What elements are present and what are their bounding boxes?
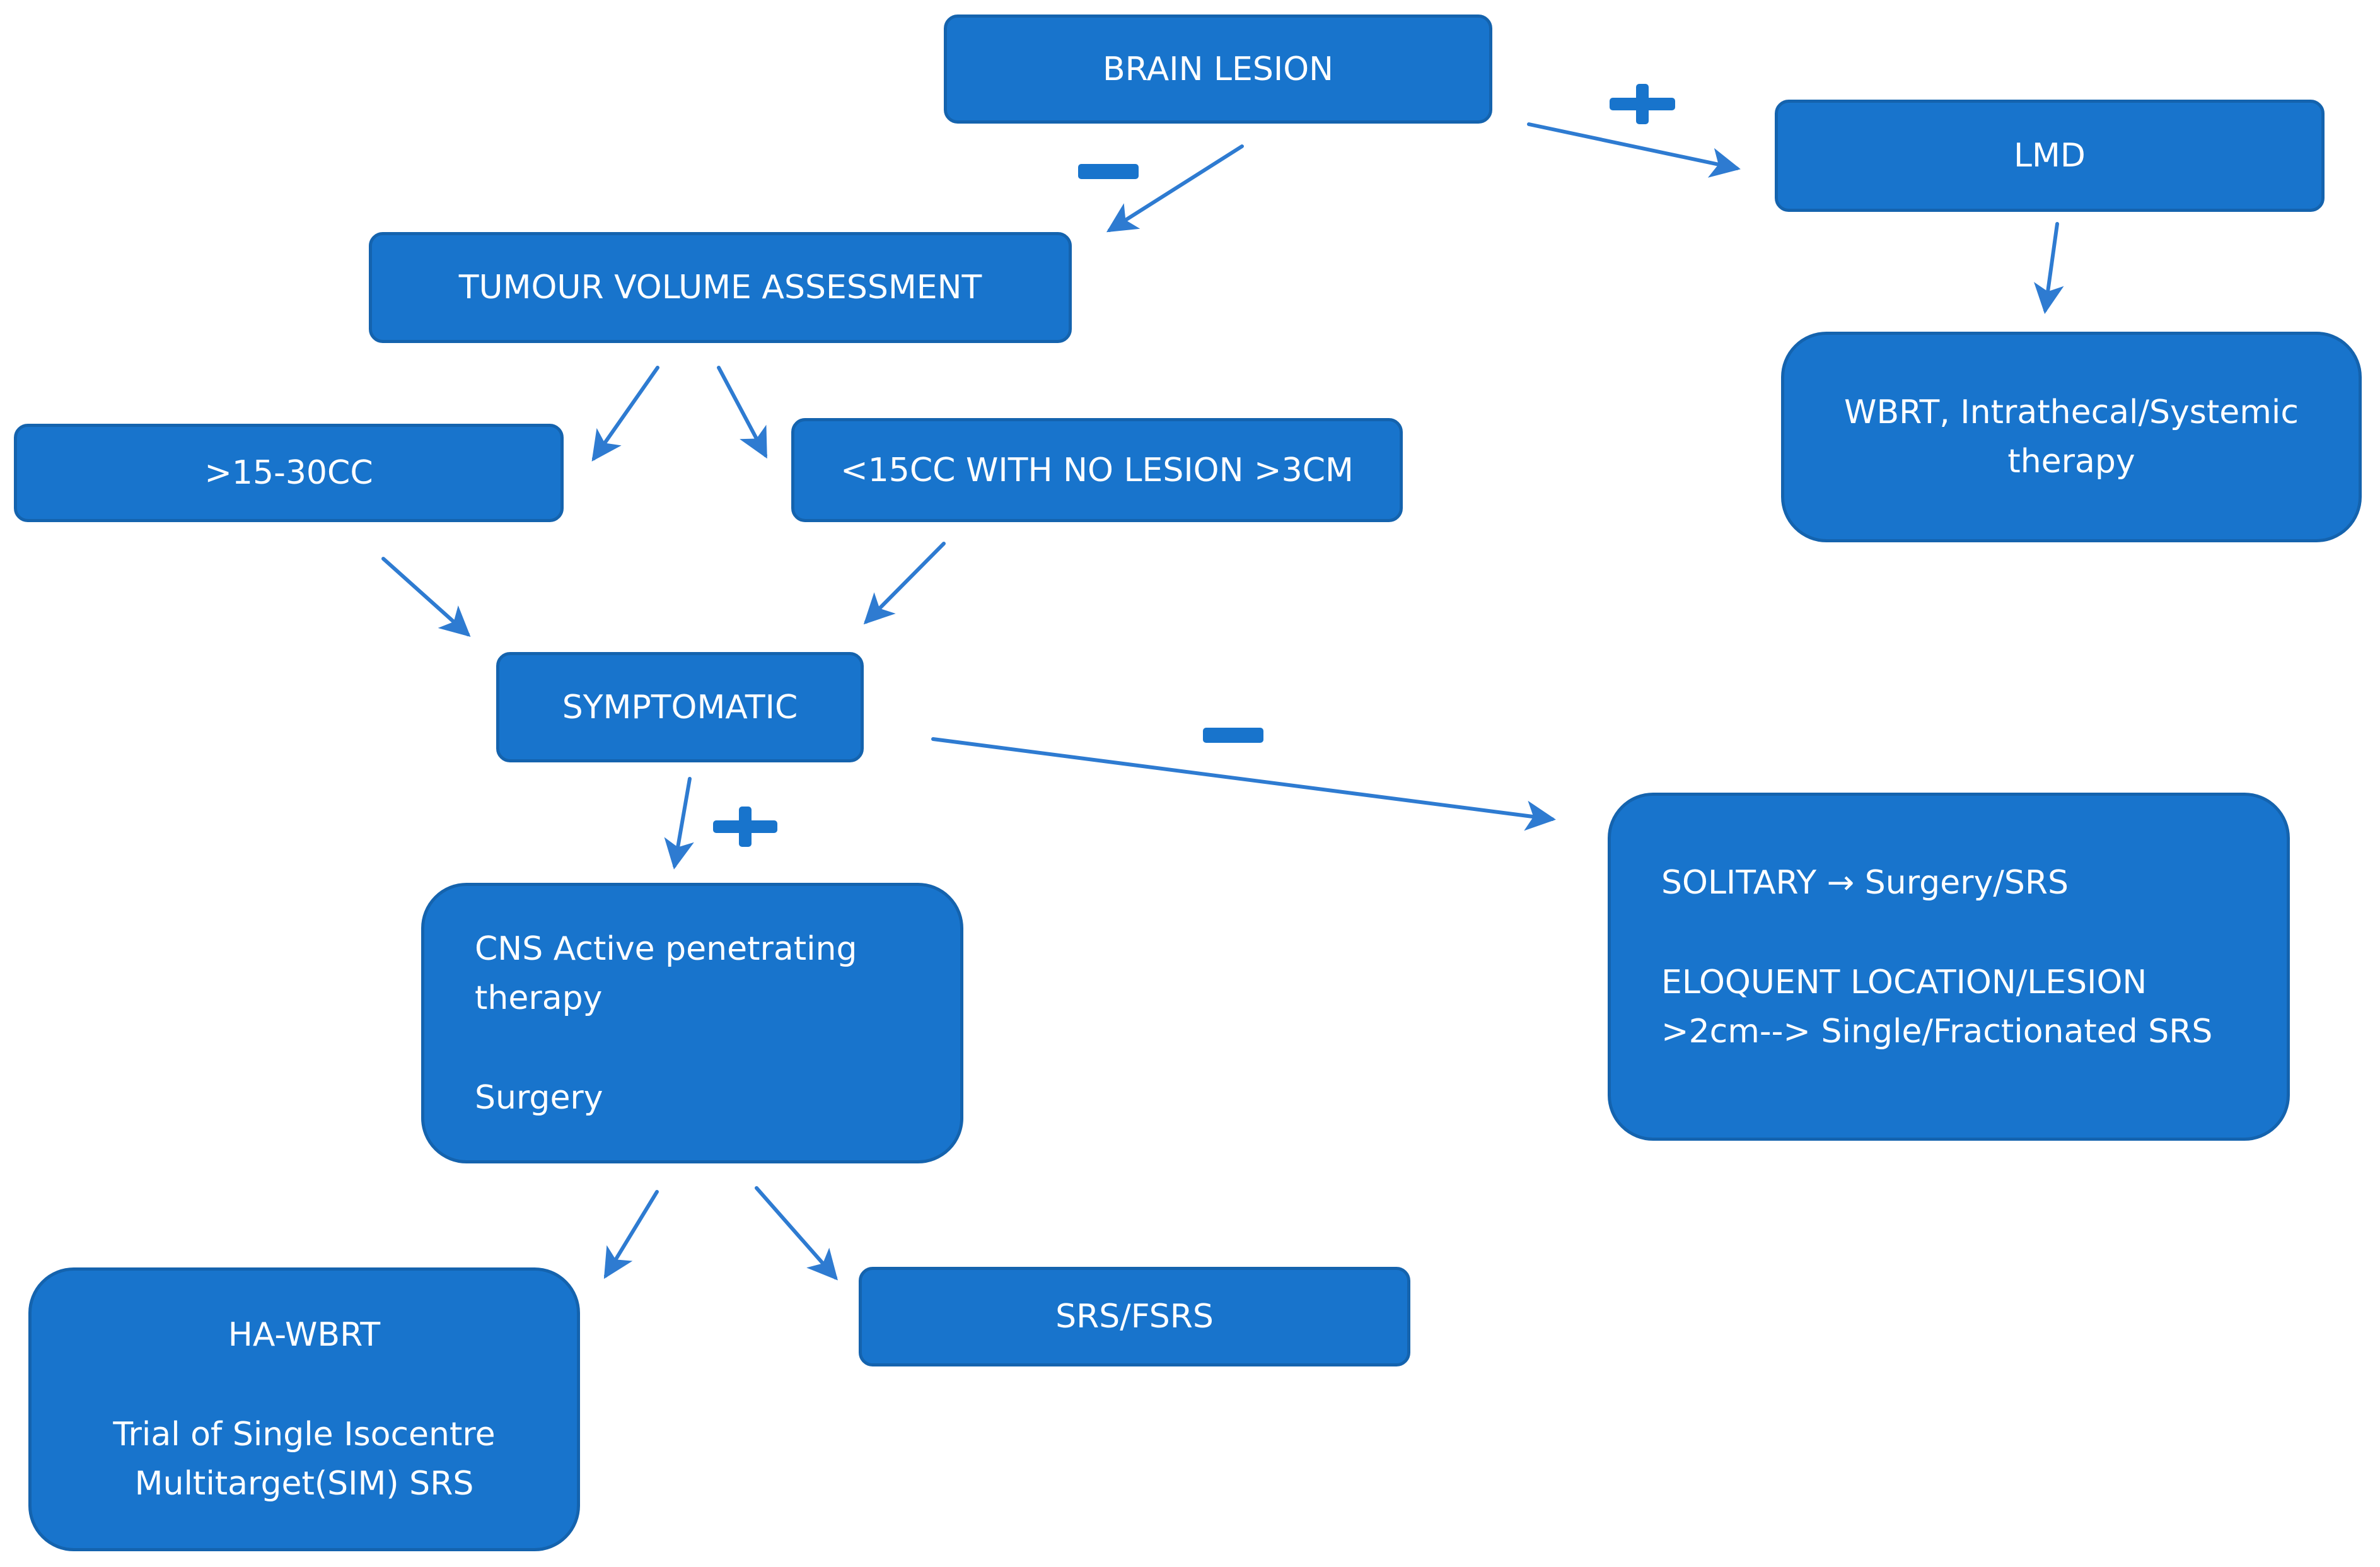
node-ha-wbrt: HA-WBRT Trial of Single Isocentre Multit… [28, 1267, 580, 1551]
node-cns-therapy: CNS Active penetrating therapy Surgery [421, 883, 963, 1163]
node-small-volume-label: <15CC WITH NO LESION >3CM [840, 451, 1354, 489]
arrow-cns-to-hawbrt [603, 1190, 659, 1279]
node-ha-wbrt-line1: HA-WBRT [228, 1316, 381, 1354]
node-ha-wbrt-line2: Trial of Single Isocentre [113, 1416, 496, 1453]
node-srs-fsrs-label: SRS/FSRS [1055, 1298, 1214, 1336]
node-lmd-treatment-line1: WBRT, Intrathecal/Systemic [1844, 393, 2299, 431]
node-non-symptomatic-line1: SOLITARY → Surgery/SRS [1661, 864, 2069, 902]
node-non-symptomatic-line3: >2cm--> Single/Fractionated SRS [1661, 1013, 2213, 1051]
node-lmd-label: LMD [2014, 137, 2086, 175]
arrow-brain-to-tumour [1106, 144, 1244, 233]
arrow-tumour-to-small [717, 366, 767, 459]
arrow-large-to-symptomatic [381, 557, 471, 638]
arrow-lmd-to-treatment [2033, 222, 2064, 314]
arrow-symptomatic-to-cns [664, 777, 694, 870]
plus-sign-brain-to-lmd [1610, 84, 1675, 124]
node-cns-therapy-line2: therapy [475, 979, 603, 1017]
node-symptomatic: SYMPTOMATIC [496, 652, 864, 762]
minus-sign-symptomatic-no [1203, 728, 1263, 743]
node-tumour-volume-label: TUMOUR VOLUME ASSESSMENT [458, 269, 982, 306]
arrow-cns-to-srs [755, 1186, 838, 1281]
node-tumour-volume: TUMOUR VOLUME ASSESSMENT [369, 232, 1072, 343]
node-non-symptomatic-line2: ELOQUENT LOCATION/LESION [1661, 964, 2147, 1001]
node-brain-lesion-label: BRAIN LESION [1102, 50, 1334, 88]
node-small-volume: <15CC WITH NO LESION >3CM [791, 418, 1403, 522]
node-cns-therapy-line1: CNS Active penetrating [475, 929, 857, 968]
node-lmd: LMD [1775, 100, 2325, 212]
node-large-volume-label: >15-30CC [204, 454, 373, 492]
arrow-brain-to-lmd [1527, 122, 1741, 178]
minus-sign-brain-to-tumour [1078, 164, 1139, 179]
plus-sign-symptomatic-yes [713, 807, 777, 847]
arrow-symptomatic-to-solitary [931, 737, 1556, 831]
node-non-symptomatic: SOLITARY → Surgery/SRS ELOQUENT LOCATION… [1608, 793, 2290, 1141]
node-brain-lesion: BRAIN LESION [944, 15, 1492, 124]
node-large-volume: >15-30CC [14, 424, 564, 522]
node-cns-therapy-line3: Surgery [475, 1078, 603, 1117]
node-lmd-treatment-line2: therapy [2007, 443, 2135, 481]
node-ha-wbrt-line3: Multitarget(SIM) SRS [134, 1465, 474, 1503]
node-lmd-treatment: WBRT, Intrathecal/Systemic therapy [1781, 332, 2362, 542]
arrow-small-to-symptomatic [863, 542, 946, 625]
node-symptomatic-label: SYMPTOMATIC [562, 688, 798, 726]
arrow-tumour-to-large [591, 366, 659, 462]
node-srs-fsrs: SRS/FSRS [859, 1267, 1410, 1366]
